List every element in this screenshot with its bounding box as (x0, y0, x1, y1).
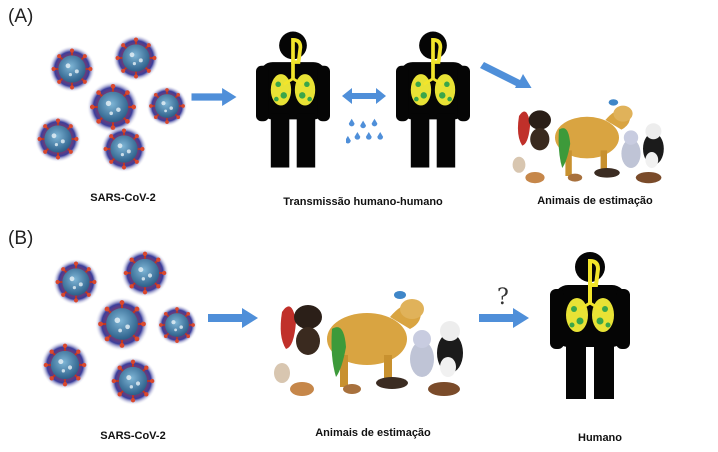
virus-icon (94, 296, 150, 352)
droplets-icon (346, 118, 384, 144)
caption-pets-a: Animais de estimação (537, 195, 653, 207)
panel-label-b: (B) (8, 228, 34, 249)
uncertain-transmission-mark: ? (497, 285, 509, 310)
human-silhouette-icon (550, 252, 630, 399)
caption-transmission: Transmissão humano-humano (283, 196, 443, 208)
human-silhouette-icon (256, 32, 330, 168)
caption-pets-b: Animais de estimação (315, 427, 431, 439)
pets-photo (511, 88, 671, 192)
virus-icon (112, 34, 160, 82)
virus-icon (40, 340, 90, 390)
arrow-icon (191, 88, 237, 106)
pets-photo (272, 277, 472, 407)
virus-icon (48, 45, 96, 93)
virus-icon (100, 125, 148, 173)
caption-virus-a: SARS-CoV-2 (90, 192, 156, 204)
arrow-icon (208, 308, 258, 328)
virus-icon (34, 115, 82, 163)
virus-icon (146, 85, 188, 127)
diagonal-arrow-icon (480, 62, 534, 92)
human-silhouette-icon (396, 32, 470, 168)
virus-icon (108, 356, 158, 406)
bidirectional-arrow-icon (342, 88, 386, 104)
caption-virus-b: SARS-CoV-2 (100, 430, 166, 442)
virus-cluster-b (40, 248, 198, 406)
virus-icon (156, 304, 198, 346)
virus-cluster-a (34, 34, 188, 173)
virus-icon (86, 80, 140, 134)
caption-human: Humano (578, 432, 622, 444)
arrow-icon (479, 308, 529, 328)
virus-icon (120, 248, 170, 298)
panel-label-a: (A) (8, 6, 34, 27)
virus-icon (52, 258, 100, 306)
